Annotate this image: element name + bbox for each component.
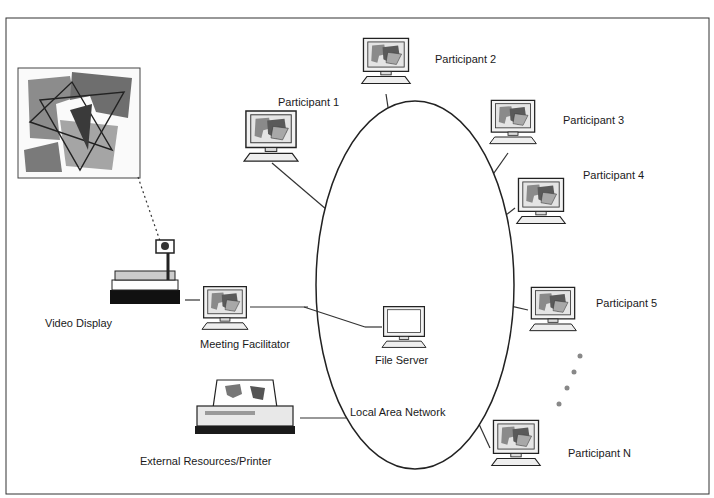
network-ellipse: Local Area Network File Server bbox=[315, 100, 515, 470]
device-label: Video Display bbox=[45, 316, 112, 330]
device-label: Participant 5 bbox=[596, 296, 657, 310]
device-label: Participant 4 bbox=[583, 168, 644, 182]
zoom-leader bbox=[138, 177, 160, 241]
device-label: File Server bbox=[375, 353, 428, 367]
device-label: Meeting Facilitator bbox=[200, 337, 290, 351]
participant-computer bbox=[490, 100, 537, 143]
cable bbox=[250, 306, 308, 307]
participant-computer bbox=[362, 38, 411, 83]
server-computer bbox=[382, 307, 426, 348]
network-label: Local Area Network bbox=[350, 405, 445, 419]
device-node: Participant 5 bbox=[528, 282, 678, 337]
device-node: Participant 3 bbox=[488, 95, 629, 153]
device-label: Participant 1 bbox=[278, 95, 339, 109]
device-label: Participant 3 bbox=[563, 113, 624, 127]
frame bbox=[6, 18, 709, 494]
network-cable bbox=[494, 153, 508, 173]
participant-computer bbox=[530, 287, 577, 330]
device-node: File Server bbox=[365, 305, 445, 375]
network-cable bbox=[300, 417, 347, 418]
network-cable bbox=[185, 299, 200, 300]
device-node: Participant N bbox=[490, 418, 640, 476]
participant-computer bbox=[244, 111, 298, 161]
projector bbox=[110, 240, 180, 304]
network-cable bbox=[272, 163, 325, 208]
ellipsis-dots bbox=[557, 354, 583, 407]
participant-computer bbox=[517, 178, 566, 223]
device-node: External Resources/Printer bbox=[140, 378, 300, 473]
zoom-inset bbox=[18, 68, 140, 178]
device-label: Participant 2 bbox=[435, 52, 496, 66]
device-label: External Resources/Printer bbox=[140, 454, 271, 468]
printer-icon bbox=[195, 380, 295, 434]
cable bbox=[365, 326, 382, 327]
network-cable bbox=[479, 425, 490, 448]
network-cable bbox=[304, 307, 365, 327]
network-cable bbox=[386, 94, 388, 108]
device-node: Participant 2 bbox=[360, 36, 510, 94]
device-node: Meeting Facilitator bbox=[200, 285, 304, 355]
network-cable bbox=[507, 208, 516, 215]
ellipse-outline bbox=[316, 101, 514, 469]
facilitator-computer bbox=[202, 287, 248, 330]
network-cable bbox=[513, 307, 528, 310]
participant-computer bbox=[492, 420, 541, 465]
device-node: Participant 1 bbox=[240, 95, 344, 163]
device-label: Participant N bbox=[568, 446, 631, 460]
device-node: Video Display bbox=[45, 236, 185, 336]
device-node: Participant 4 bbox=[515, 168, 665, 228]
